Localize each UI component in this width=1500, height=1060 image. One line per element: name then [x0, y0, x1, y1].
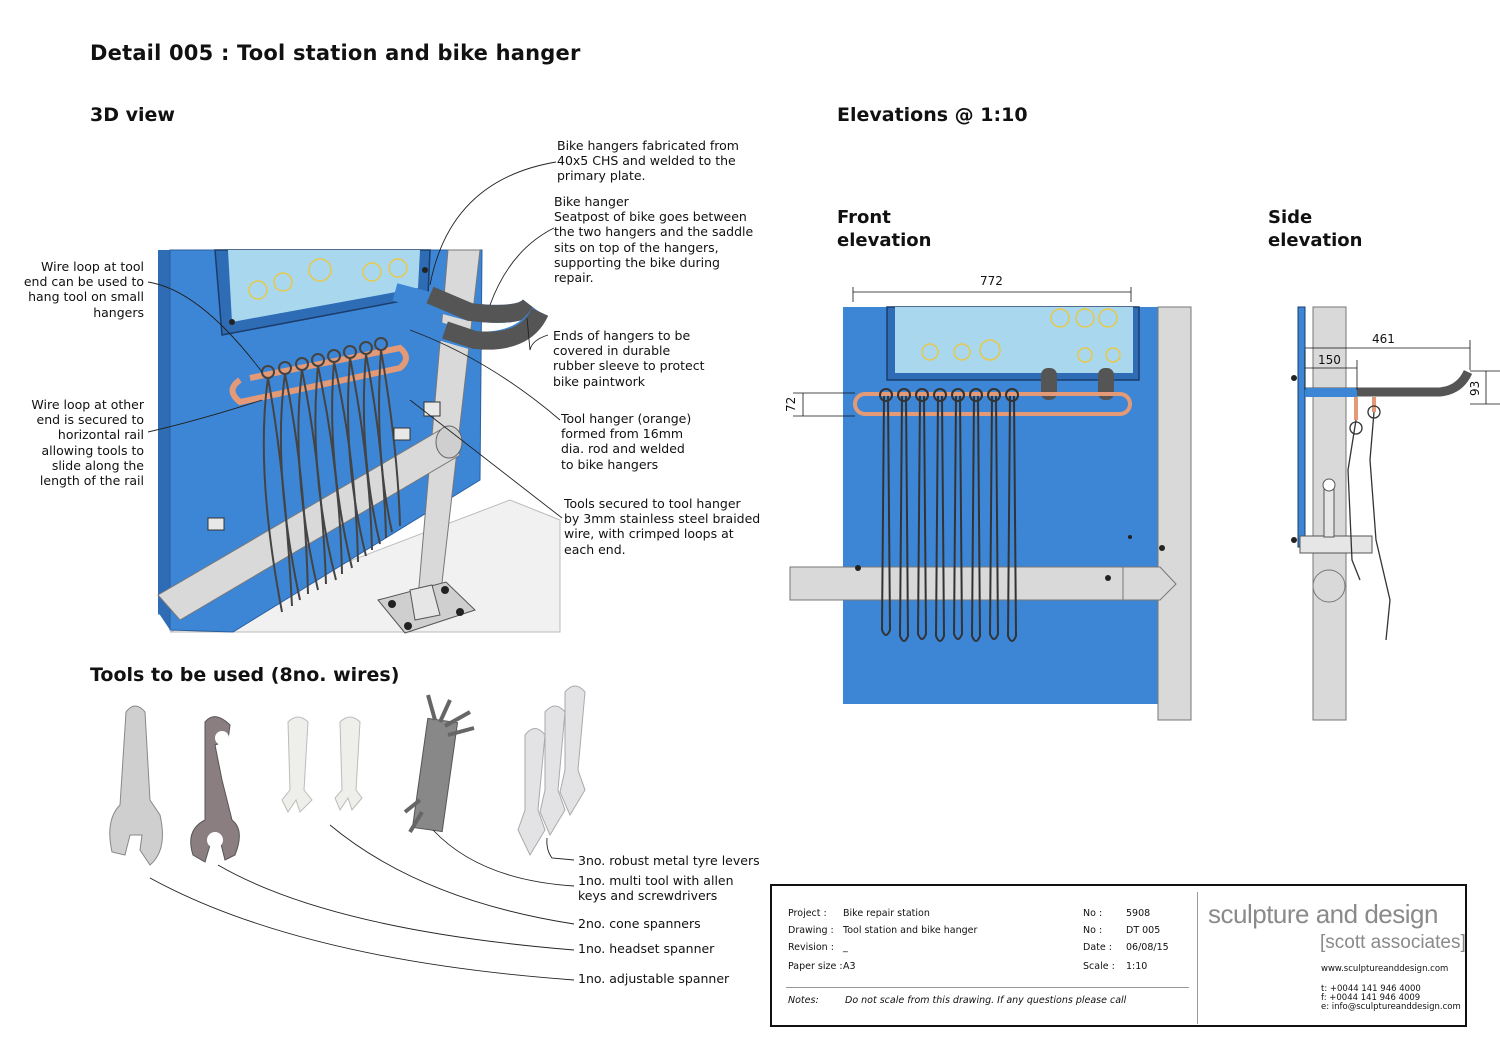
tool-item-adjustable-spanner: 1no. adjustable spanner: [578, 971, 730, 986]
multi-tool-illustration: [403, 694, 475, 834]
tb-paper-label: Paper size :: [788, 961, 843, 972]
rail-side: [1299, 535, 1373, 554]
tb-project: Bike repair station: [843, 908, 930, 919]
tb-scale-label: Scale :: [1083, 961, 1115, 972]
tb-no2: DT 005: [1126, 925, 1161, 936]
brand-logo-text: sculpture and design: [1208, 899, 1438, 929]
brand-subtitle: [scott associates]: [1320, 932, 1466, 953]
page-title: Detail 005 : Tool station and bike hange…: [90, 41, 581, 65]
tb-drawing: Tool station and bike hanger: [843, 925, 978, 936]
adjustable-spanner-illustration: [109, 705, 163, 866]
dim-side-depth: 461: [1372, 332, 1395, 346]
tb-project-label: Project :: [788, 908, 827, 919]
panel-edge-3d: [158, 250, 170, 630]
bike-hangers-3d: [392, 283, 549, 350]
heading-side-elevation: Side elevation: [1268, 207, 1363, 251]
tyre-levers-illustration: [517, 685, 586, 857]
dim-front-width: 772: [980, 274, 1003, 288]
screen-3d: [228, 250, 420, 322]
tb-date-label: Date :: [1083, 942, 1112, 953]
tool-item-multi-tool: 1no. multi tool with allen keys and scre…: [578, 873, 734, 904]
dim-side-offset: 150: [1318, 353, 1341, 367]
screen-icons-3d: [248, 258, 408, 300]
brand-email: e: info@sculptureanddesign.com: [1321, 1002, 1461, 1012]
tb-no2-label: No :: [1083, 925, 1103, 936]
title-block: Project : Bike repair station Drawing : …: [770, 884, 1467, 1027]
rail-front: [789, 566, 1161, 601]
tb-no1: 5908: [1126, 908, 1151, 919]
note-hanger-ends: Ends of hangers to be covered in durable…: [553, 328, 705, 389]
tool-item-headset-spanner: 1no. headset spanner: [578, 941, 715, 956]
tb-revision-label: Revision :: [788, 942, 834, 953]
dimension-lines-side: [1304, 340, 1500, 405]
heading-tools: Tools to be used (8no. wires): [90, 664, 400, 686]
note-bike-hanger: Bike hanger Seatpost of bike goes betwee…: [554, 194, 754, 286]
hanger-side: [1305, 369, 1473, 397]
rail-3d: [157, 429, 461, 621]
wire-loops-3d: [261, 337, 388, 379]
heading-elevations: Elevations @ 1:10: [837, 104, 1028, 126]
note-tool-hanger: Tool hanger (orange) formed from 16mm di…: [561, 411, 692, 472]
heading-front-elevation: Front elevation: [837, 207, 932, 251]
dimension-lines-front: [793, 287, 1132, 417]
panel-bolts-3d: [229, 267, 428, 325]
tool-wires-front: [880, 395, 1018, 642]
leader-lines: [147, 161, 563, 519]
tool-item-cone-spanners: 2no. cone spanners: [578, 916, 701, 931]
note-hangers-fabricated: Bike hangers fabricated from 40x5 CHS an…: [557, 138, 739, 184]
cone-spanners-illustration: [281, 716, 363, 813]
tool-item-tyre-levers: 3no. robust metal tyre levers: [578, 853, 760, 868]
tb-notes-label: Notes:: [788, 995, 819, 1006]
screen-icons-front: [921, 308, 1121, 363]
tool-leader-lines: [149, 824, 575, 981]
wires-side: [1347, 405, 1391, 641]
tb-revision: _: [843, 942, 848, 953]
headset-spanner-illustration: [190, 716, 240, 863]
note-wire-loop-other-end: Wire loop at other end is secured to hor…: [31, 397, 144, 489]
brand-website: www.sculptureanddesign.com: [1321, 964, 1449, 974]
pole-front: [1157, 306, 1192, 721]
tb-paper: A3: [843, 961, 856, 972]
heading-3d-view: 3D view: [90, 104, 175, 126]
tb-scale: 1:10: [1126, 961, 1148, 972]
tb-date: 06/08/15: [1126, 942, 1169, 953]
tb-notes: Do not scale from this drawing. If any q…: [845, 995, 1127, 1006]
tool-wires-3d: [262, 349, 401, 613]
wire-loops-front: [879, 388, 1019, 402]
tool-rail-3d: [229, 344, 409, 406]
brand-fax: f: +0044 141 946 4009: [1321, 993, 1421, 1003]
brackets-3d: [207, 401, 441, 531]
brand-telephone: t: +0044 141 946 4000: [1321, 984, 1421, 994]
tb-drawing-label: Drawing :: [788, 925, 834, 936]
note-tools-secured: Tools secured to tool hanger by 3mm stai…: [564, 496, 761, 557]
tb-no1-label: No :: [1083, 908, 1103, 919]
note-wire-loop-tool-end: Wire loop at tool end can be used to han…: [23, 259, 144, 320]
